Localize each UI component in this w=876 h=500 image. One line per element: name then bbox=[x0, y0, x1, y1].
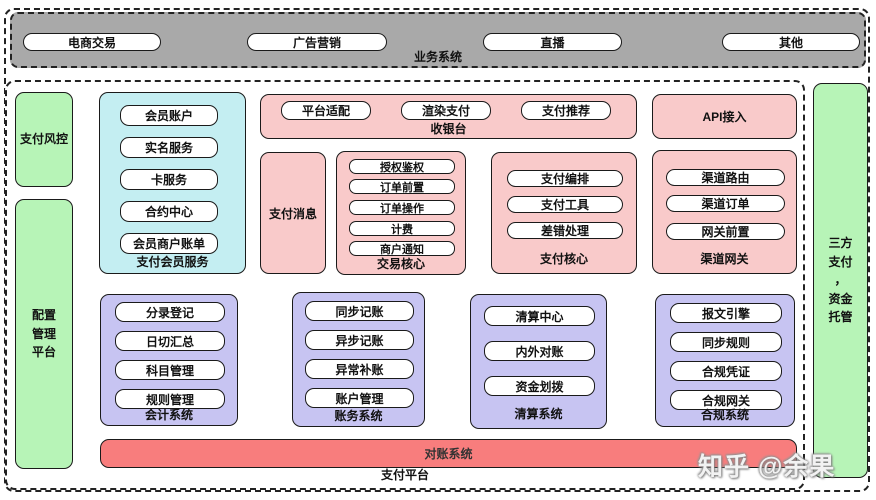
ledger-system-box: 同步记账 异步记账 异常补账 账户管理 账务系统 bbox=[292, 292, 425, 427]
payment-message-box: 支付消息 bbox=[260, 152, 326, 274]
cashier-box: 平台适配 渲染支付 支付推荐 收银台 bbox=[260, 94, 637, 139]
ledger-item-async: 异步记账 bbox=[305, 330, 414, 350]
payment-core-label: 支付核心 bbox=[539, 252, 588, 266]
config-management-label: 配置 管理 平台 bbox=[31, 308, 56, 360]
member-item-account: 会员账户 bbox=[120, 105, 218, 126]
cashier-item-render-pay: 渲染支付 bbox=[401, 101, 491, 120]
trade-core-label: 交易核心 bbox=[376, 257, 425, 271]
business-system-label: 业务系统 bbox=[413, 50, 462, 64]
zhihu-watermark: 知乎 @余果 bbox=[698, 453, 836, 481]
risk-control-box: 支付风控 bbox=[15, 92, 73, 187]
compliance-item-message-engine: 报文引擎 bbox=[670, 303, 782, 323]
clearing-item-reconcile: 内外对账 bbox=[484, 341, 595, 361]
api-access-label: API接入 bbox=[702, 110, 747, 124]
compliance-system-label: 合规系统 bbox=[700, 408, 749, 422]
trade-item-order-ops: 订单操作 bbox=[349, 200, 455, 215]
accounting-system-box: 分录登记 日切汇总 科目管理 规则管理 会计系统 bbox=[100, 294, 238, 426]
member-item-merchant-bill: 会员商户账单 bbox=[120, 233, 218, 254]
accounting-item-daily-summary: 日切汇总 bbox=[115, 331, 225, 351]
clearing-system-box: 清算中心 内外对账 资金划拨 清算系统 bbox=[470, 294, 607, 429]
payment-platform-section: 支付风控 配置 管理 平台 会员账户 实名服务 卡服务 合约中心 会员商户账单 … bbox=[5, 80, 805, 490]
member-item-contract: 合约中心 bbox=[120, 201, 218, 222]
clearing-system-label: 清算系统 bbox=[514, 407, 563, 421]
third-party-payment-label: 三方 支付 ， 资金 托管 bbox=[828, 236, 853, 325]
channel-item-order: 渠道订单 bbox=[666, 195, 785, 212]
business-item-other: 其他 bbox=[722, 33, 860, 51]
reconciliation-system-label: 对账系统 bbox=[424, 447, 473, 461]
trade-item-merchant-notify: 商户通知 bbox=[349, 241, 455, 256]
compliance-item-gateway: 合规网关 bbox=[670, 390, 782, 410]
member-service-box: 会员账户 实名服务 卡服务 合约中心 会员商户账单 支付会员服务 bbox=[99, 92, 246, 274]
channel-item-gateway-pre: 网关前置 bbox=[666, 223, 785, 240]
accounting-item-subject-mgmt: 科目管理 bbox=[115, 360, 225, 380]
compliance-system-box: 报文引擎 同步规则 合规凭证 合规网关 合规系统 bbox=[655, 294, 795, 427]
channel-item-routing: 渠道路由 bbox=[666, 169, 785, 186]
ledger-item-account-mgmt: 账户管理 bbox=[305, 388, 414, 408]
ledger-item-exception: 异常补账 bbox=[305, 359, 414, 379]
third-party-payment-box: 三方 支付 ， 资金 托管 bbox=[813, 83, 868, 478]
clearing-item-fund-transfer: 资金划拨 bbox=[484, 376, 595, 396]
clearing-item-center: 清算中心 bbox=[484, 306, 595, 326]
config-management-box: 配置 管理 平台 bbox=[15, 199, 73, 469]
member-item-card: 卡服务 bbox=[120, 169, 218, 190]
payment-platform-label: 支付平台 bbox=[380, 468, 429, 482]
paycore-item-tools: 支付工具 bbox=[507, 196, 623, 213]
business-item-ecommerce: 电商交易 bbox=[23, 33, 161, 51]
compliance-item-sync-rules: 同步规则 bbox=[670, 332, 782, 352]
compliance-item-voucher: 合规凭证 bbox=[670, 361, 782, 381]
member-service-label: 支付会员服务 bbox=[136, 255, 209, 269]
paycore-item-error-handling: 差错处理 bbox=[507, 222, 623, 239]
reconciliation-system-bar: 对账系统 bbox=[100, 439, 797, 468]
risk-control-label: 支付风控 bbox=[19, 132, 68, 147]
channel-gateway-label: 渠道网关 bbox=[700, 252, 749, 266]
payment-message-label: 支付消息 bbox=[268, 206, 317, 221]
api-access-box: API接入 bbox=[652, 94, 797, 139]
trade-item-billing: 计费 bbox=[349, 221, 455, 236]
trade-item-order-pre: 订单前置 bbox=[349, 179, 455, 194]
accounting-system-label: 会计系统 bbox=[144, 408, 193, 422]
payment-core-box: 支付编排 支付工具 差错处理 支付核心 bbox=[491, 152, 637, 274]
accounting-item-rule-mgmt: 规则管理 bbox=[115, 389, 225, 409]
accounting-item-entry: 分录登记 bbox=[115, 302, 225, 322]
cashier-item-pay-recommend: 支付推荐 bbox=[521, 101, 611, 120]
cashier-label: 收银台 bbox=[430, 122, 467, 136]
ledger-system-label: 账务系统 bbox=[334, 409, 383, 423]
business-system-section: 电商交易 广告营销 直播 其他 业务系统 bbox=[10, 12, 866, 68]
trade-item-auth: 授权鉴权 bbox=[349, 159, 455, 174]
channel-gateway-box: 渠道路由 渠道订单 网关前置 渠道网关 bbox=[652, 150, 797, 274]
ledger-item-sync: 同步记账 bbox=[305, 301, 414, 321]
cashier-item-platform-adapt: 平台适配 bbox=[281, 101, 371, 120]
business-item-advertising: 广告营销 bbox=[247, 33, 387, 51]
paycore-item-orchestration: 支付编排 bbox=[507, 170, 623, 187]
business-item-livestream: 直播 bbox=[483, 33, 622, 51]
member-item-realname: 实名服务 bbox=[120, 137, 218, 158]
trade-core-box: 授权鉴权 订单前置 订单操作 计费 商户通知 交易核心 bbox=[336, 151, 466, 275]
